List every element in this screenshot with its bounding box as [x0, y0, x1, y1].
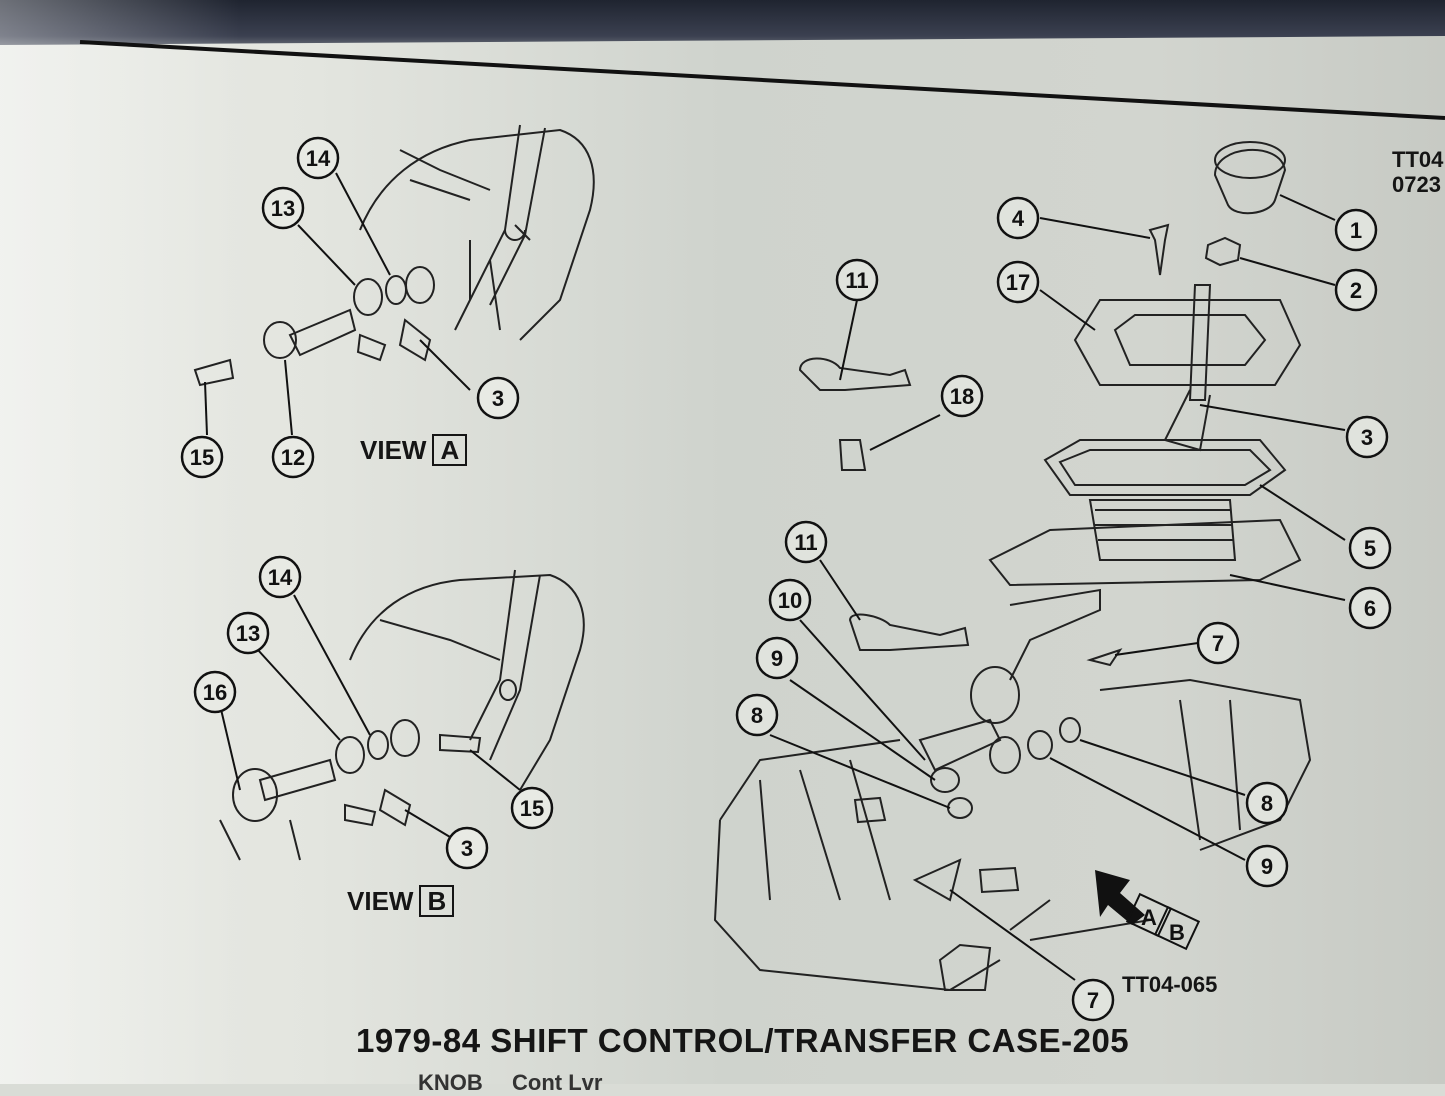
view-a-label: VIEW A [360, 434, 468, 466]
callout-view-a-15: 15 [180, 435, 224, 479]
view-a-prefix: VIEW [360, 434, 427, 465]
svg-text:14: 14 [268, 565, 293, 590]
callout-main-1: 1 [1334, 208, 1378, 252]
svg-text:8: 8 [751, 703, 763, 728]
footer-fragment-1: KNOB [418, 1070, 483, 1095]
svg-text:9: 9 [1261, 854, 1273, 879]
callout-main-6: 6 [1348, 586, 1392, 630]
svg-text:13: 13 [236, 621, 260, 646]
svg-text:1: 1 [1350, 218, 1362, 243]
view-b-prefix: VIEW [347, 885, 414, 916]
svg-text:14: 14 [306, 146, 331, 171]
callout-main-11-top: 11 [835, 258, 879, 302]
figure-caption: 1979-84 SHIFT CONTROL/TRANSFER CASE-205 [356, 1022, 1130, 1059]
callout-view-a-12: 12 [271, 435, 315, 479]
view-a-letter: A [432, 434, 468, 466]
callout-main-17: 17 [996, 260, 1040, 304]
view-b-label: VIEW B [347, 885, 455, 917]
svg-text:3: 3 [1361, 425, 1373, 450]
svg-text:3: 3 [492, 386, 504, 411]
figure-id-top-1: TT04 [1392, 147, 1444, 172]
callout-view-b-3: 3 [445, 826, 489, 870]
svg-text:12: 12 [281, 445, 305, 470]
svg-text:4: 4 [1012, 206, 1025, 231]
callout-main-9-right: 9 [1245, 844, 1289, 888]
svg-text:3: 3 [461, 836, 473, 861]
light-gradient [0, 0, 240, 1084]
leader-lines [204, 172, 1346, 981]
callout-main-3: 3 [1345, 415, 1389, 459]
callout-view-b-16: 16 [193, 670, 237, 714]
svg-text:11: 11 [794, 530, 817, 555]
svg-text:17: 17 [1006, 270, 1030, 295]
top-rule [79, 40, 1445, 120]
svg-text:7: 7 [1087, 988, 1099, 1013]
arrow-box-a: A [1141, 905, 1157, 930]
callouts: 14 13 3 15 12 14 13 16 15 3 1 2 4 17 3 5… [180, 136, 1392, 1022]
arrow-box: A B [1125, 892, 1201, 951]
callout-main-10: 10 [768, 578, 812, 622]
callout-main-8-left: 8 [735, 693, 779, 737]
callout-view-b-13: 13 [226, 611, 270, 655]
view-a-drawing [193, 124, 595, 387]
callout-main-8-right: 8 [1245, 781, 1289, 825]
svg-text:13: 13 [271, 196, 295, 221]
callout-main-4: 4 [996, 196, 1040, 240]
figure-id-top-2: 0723 [1392, 172, 1441, 197]
main-assembly-drawing [713, 141, 1312, 992]
callout-main-2: 2 [1334, 268, 1378, 312]
callout-view-a-13: 13 [261, 186, 305, 230]
arrow-box-b: B [1169, 920, 1185, 945]
callout-main-18: 18 [940, 374, 984, 418]
view-b-drawing [219, 569, 585, 861]
svg-text:2: 2 [1350, 278, 1362, 303]
callout-main-11-mid: 11 [784, 520, 828, 564]
callout-view-b-14: 14 [258, 555, 302, 599]
svg-text:9: 9 [771, 646, 783, 671]
callout-main-5: 5 [1348, 526, 1392, 570]
callout-main-9-left: 9 [755, 636, 799, 680]
svg-text:16: 16 [203, 680, 227, 705]
callout-view-a-14: 14 [296, 136, 340, 180]
callout-main-7-bottom: 7 [1071, 978, 1115, 1022]
svg-text:10: 10 [778, 588, 802, 613]
svg-text:8: 8 [1261, 791, 1273, 816]
svg-text:7: 7 [1212, 631, 1224, 656]
svg-text:6: 6 [1364, 596, 1376, 621]
svg-text:5: 5 [1364, 536, 1376, 561]
svg-text:15: 15 [190, 445, 214, 470]
footer-fragment-2: Cont Lvr [512, 1070, 603, 1095]
svg-text:11: 11 [845, 268, 868, 293]
figure-id-bottom: TT04-065 [1122, 972, 1218, 997]
page-edge-shadow [0, 0, 1445, 45]
callout-view-b-15: 15 [510, 786, 554, 830]
callout-view-a-3: 3 [476, 376, 520, 420]
callout-main-7-top: 7 [1196, 621, 1240, 665]
svg-text:18: 18 [950, 384, 974, 409]
svg-text:15: 15 [520, 796, 544, 821]
view-b-letter: B [419, 885, 455, 917]
